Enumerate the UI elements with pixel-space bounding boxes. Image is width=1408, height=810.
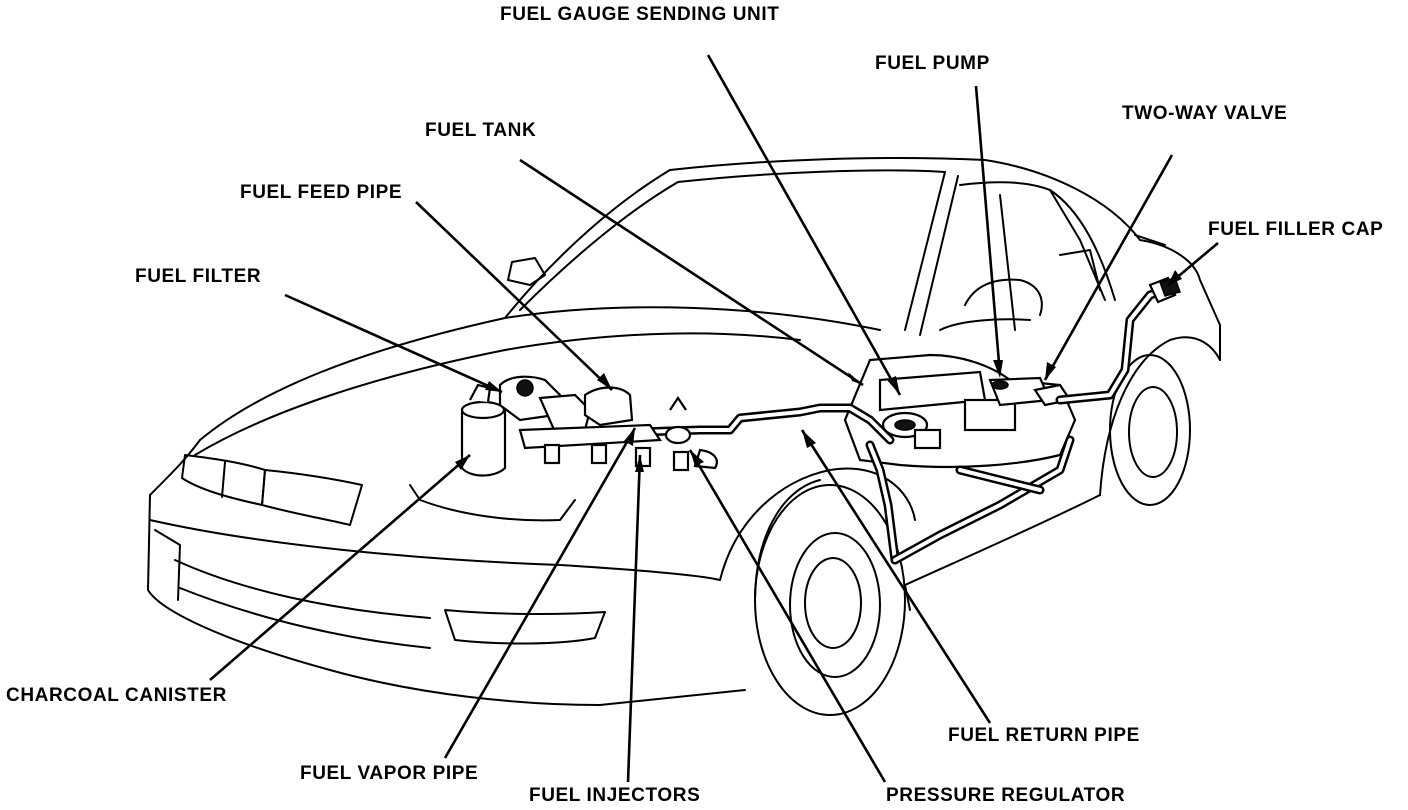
label-fuel-injectors: FUEL INJECTORS — [529, 785, 701, 806]
leader-charcoal-canister — [209, 454, 471, 681]
label-fuel-vapor-pipe: FUEL VAPOR PIPE — [300, 763, 479, 784]
leader-fuel-gauge-sending-unit — [706, 54, 902, 396]
label-fuel-return-pipe: FUEL RETURN PIPE — [948, 725, 1140, 746]
label-fuel-filter: FUEL FILTER — [135, 266, 262, 287]
label-fuel-pump: FUEL PUMP — [875, 53, 990, 74]
leader-fuel-pump — [974, 85, 1002, 376]
car-body — [147, 157, 1221, 716]
leader-fuel-injectors — [626, 454, 642, 783]
leader-pressure-regulator — [688, 449, 887, 783]
leader-fuel-return-pipe — [800, 429, 992, 724]
label-fuel-tank: FUEL TANK — [425, 120, 537, 141]
label-charcoal-canister: CHARCOAL CANISTER — [6, 685, 227, 706]
arrowheads — [455, 270, 1182, 472]
label-fuel-feed-pipe: FUEL FEED PIPE — [240, 182, 403, 203]
leader-fuel-vapor-pipe — [443, 427, 637, 759]
leader-fuel-tank — [519, 158, 864, 387]
leader-two-way-valve — [1043, 154, 1174, 381]
leader-fuel-filter — [284, 293, 503, 394]
engine-components — [460, 276, 1181, 477]
label-fuel-filler-cap: FUEL FILLER CAP — [1208, 219, 1384, 240]
fuel-lines — [635, 285, 1170, 565]
label-two-way-valve: TWO-WAY VALVE — [1122, 103, 1288, 124]
leader-fuel-feed-pipe — [415, 201, 613, 391]
fuel-tank-shape — [843, 353, 1077, 469]
label-fuel-gauge-sending-unit: FUEL GAUGE SENDING UNIT — [500, 4, 780, 25]
leader-lines — [209, 54, 1219, 783]
label-pressure-regulator: PRESSURE REGULATOR — [886, 785, 1126, 806]
